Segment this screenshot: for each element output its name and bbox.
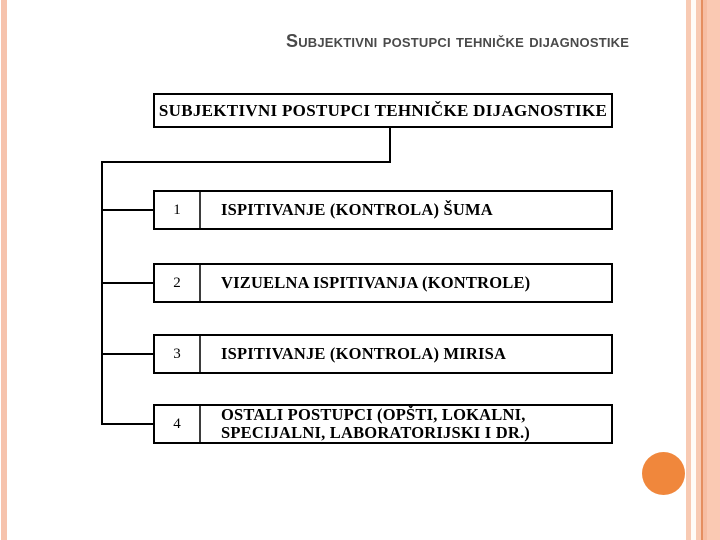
row-number: 1	[155, 192, 201, 228]
connector-stub-1	[101, 209, 153, 211]
diagram-row-2: 2 VIZUELNA ISPITIVANJA (KONTROLE)	[153, 263, 613, 303]
connector-stub-3	[101, 353, 153, 355]
right-accent-stripes	[686, 0, 720, 540]
row-label: VIZUELNA ISPITIVANJA (KONTROLE)	[221, 273, 531, 292]
connector-stub-2	[101, 282, 153, 284]
connector-root-drop	[389, 128, 391, 163]
connector-stub-4	[101, 423, 153, 425]
diagram-root-box: SUBJEKTIVNI POSTUPCI TEHNIČKE DIJAGNOSTI…	[153, 93, 613, 128]
slide-title: Subjektivni postupci tehničke dijagnosti…	[286, 31, 630, 51]
diagram-row-3: 3 ISPITIVANJE (KONTROLA) MIRISA	[153, 334, 613, 374]
row-number: 4	[155, 406, 201, 442]
diagram-root-label: SUBJEKTIVNI POSTUPCI TEHNIČKE DIJAGNOSTI…	[158, 100, 608, 120]
diagram-row-4: 4 OSTALI POSTUPCI (OPŠTI, LOKALNI, SPECI…	[153, 404, 613, 444]
row-label: ISPITIVANJE (KONTROLA) ŠUMA	[221, 200, 493, 219]
left-accent-stripe	[1, 0, 7, 540]
accent-circle	[642, 452, 685, 495]
connector-horizontal	[101, 161, 391, 163]
row-label: OSTALI POSTUPCI (OPŠTI, LOKALNI, SPECIJA…	[221, 405, 531, 442]
diagram-row-1: 1 ISPITIVANJE (KONTROLA) ŠUMA	[153, 190, 613, 230]
row-number: 2	[155, 265, 201, 301]
row-label: ISPITIVANJE (KONTROLA) MIRISA	[221, 344, 507, 363]
row-number: 3	[155, 336, 201, 372]
connector-spine	[101, 161, 103, 424]
